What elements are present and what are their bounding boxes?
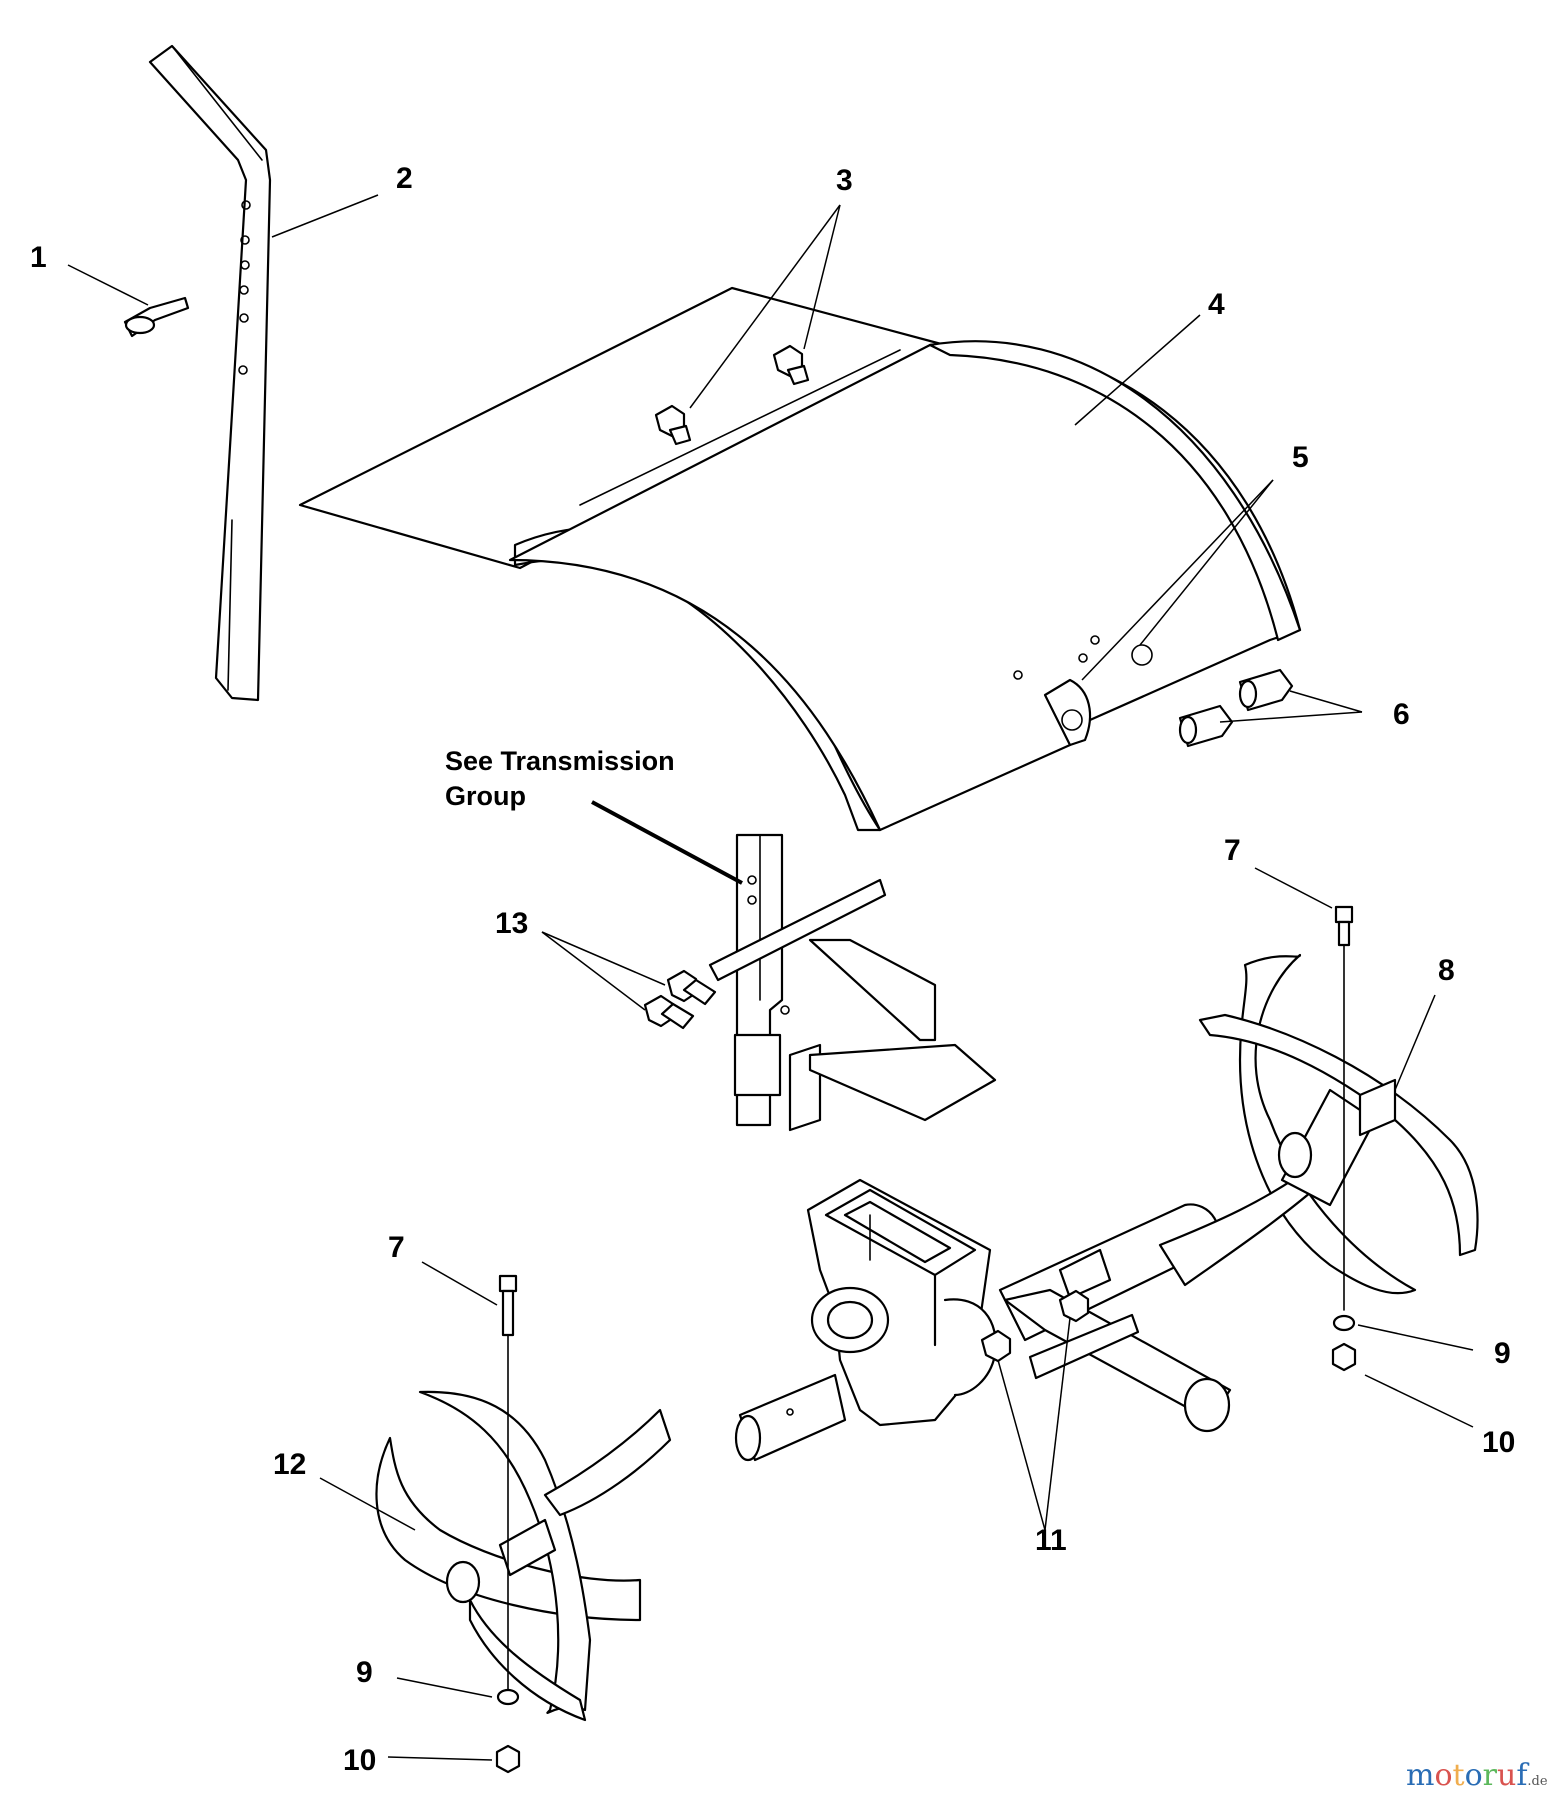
watermark-letter: r xyxy=(1483,1758,1498,1793)
callout-4: 4 xyxy=(1208,288,1225,321)
bracket-bolts-part xyxy=(643,969,717,1030)
callout-9-left: 9 xyxy=(356,1656,373,1689)
right-tine-assembly-part xyxy=(1158,953,1479,1295)
callout-9-right: 9 xyxy=(1494,1337,1511,1370)
transmission-bracket-part xyxy=(708,833,997,1132)
watermark-logo: motoruf.de xyxy=(1406,1758,1548,1793)
watermark-letter: u xyxy=(1497,1758,1516,1793)
left-shaft-part xyxy=(734,1373,847,1462)
callout-13: 13 xyxy=(495,907,528,940)
callout-12: 12 xyxy=(273,1448,306,1481)
transmission-note: See Transmission Group xyxy=(445,746,675,811)
callout-8: 8 xyxy=(1438,954,1455,987)
callout-7-right: 7 xyxy=(1224,834,1241,867)
note-line-1: See Transmission xyxy=(445,746,675,776)
left-tine-assembly-part xyxy=(375,1390,672,1722)
callout-10-left: 10 xyxy=(343,1744,376,1777)
wing-pin-part xyxy=(123,296,190,338)
watermark-letter: o xyxy=(1465,1758,1483,1793)
watermark-suffix: .de xyxy=(1527,1774,1547,1789)
svg-text:motoruf.de: motoruf.de xyxy=(1406,1758,1548,1793)
watermark-letter: m xyxy=(1406,1758,1434,1793)
gearbox-part xyxy=(806,1178,997,1427)
axle-hardware-part xyxy=(980,1289,1140,1380)
leader-lines xyxy=(67,194,1474,1761)
side-bolts-part xyxy=(1178,668,1294,748)
watermark-letter: f xyxy=(1516,1758,1529,1793)
note-line-2: Group xyxy=(445,781,526,811)
shield-bolts-part xyxy=(654,344,810,446)
long-bolts-part xyxy=(498,905,1354,1691)
callout-10-right: 10 xyxy=(1482,1426,1515,1459)
callout-5: 5 xyxy=(1292,441,1309,474)
callout-labels: 1 2 3 4 5 6 7 7 8 9 9 10 10 11 12 13 xyxy=(30,162,1515,1777)
callout-11: 11 xyxy=(1035,1524,1067,1557)
depth-bar-part xyxy=(148,44,272,702)
washers-part xyxy=(496,1314,1356,1706)
watermark-letter: t xyxy=(1453,1758,1465,1793)
nuts-part xyxy=(495,1342,1357,1774)
callout-3: 3 xyxy=(836,164,853,197)
watermark-letter: o xyxy=(1434,1758,1452,1793)
callout-1: 1 xyxy=(30,241,47,274)
callout-6: 6 xyxy=(1393,698,1410,731)
callout-7-left: 7 xyxy=(388,1231,405,1264)
callout-2: 2 xyxy=(396,162,413,195)
